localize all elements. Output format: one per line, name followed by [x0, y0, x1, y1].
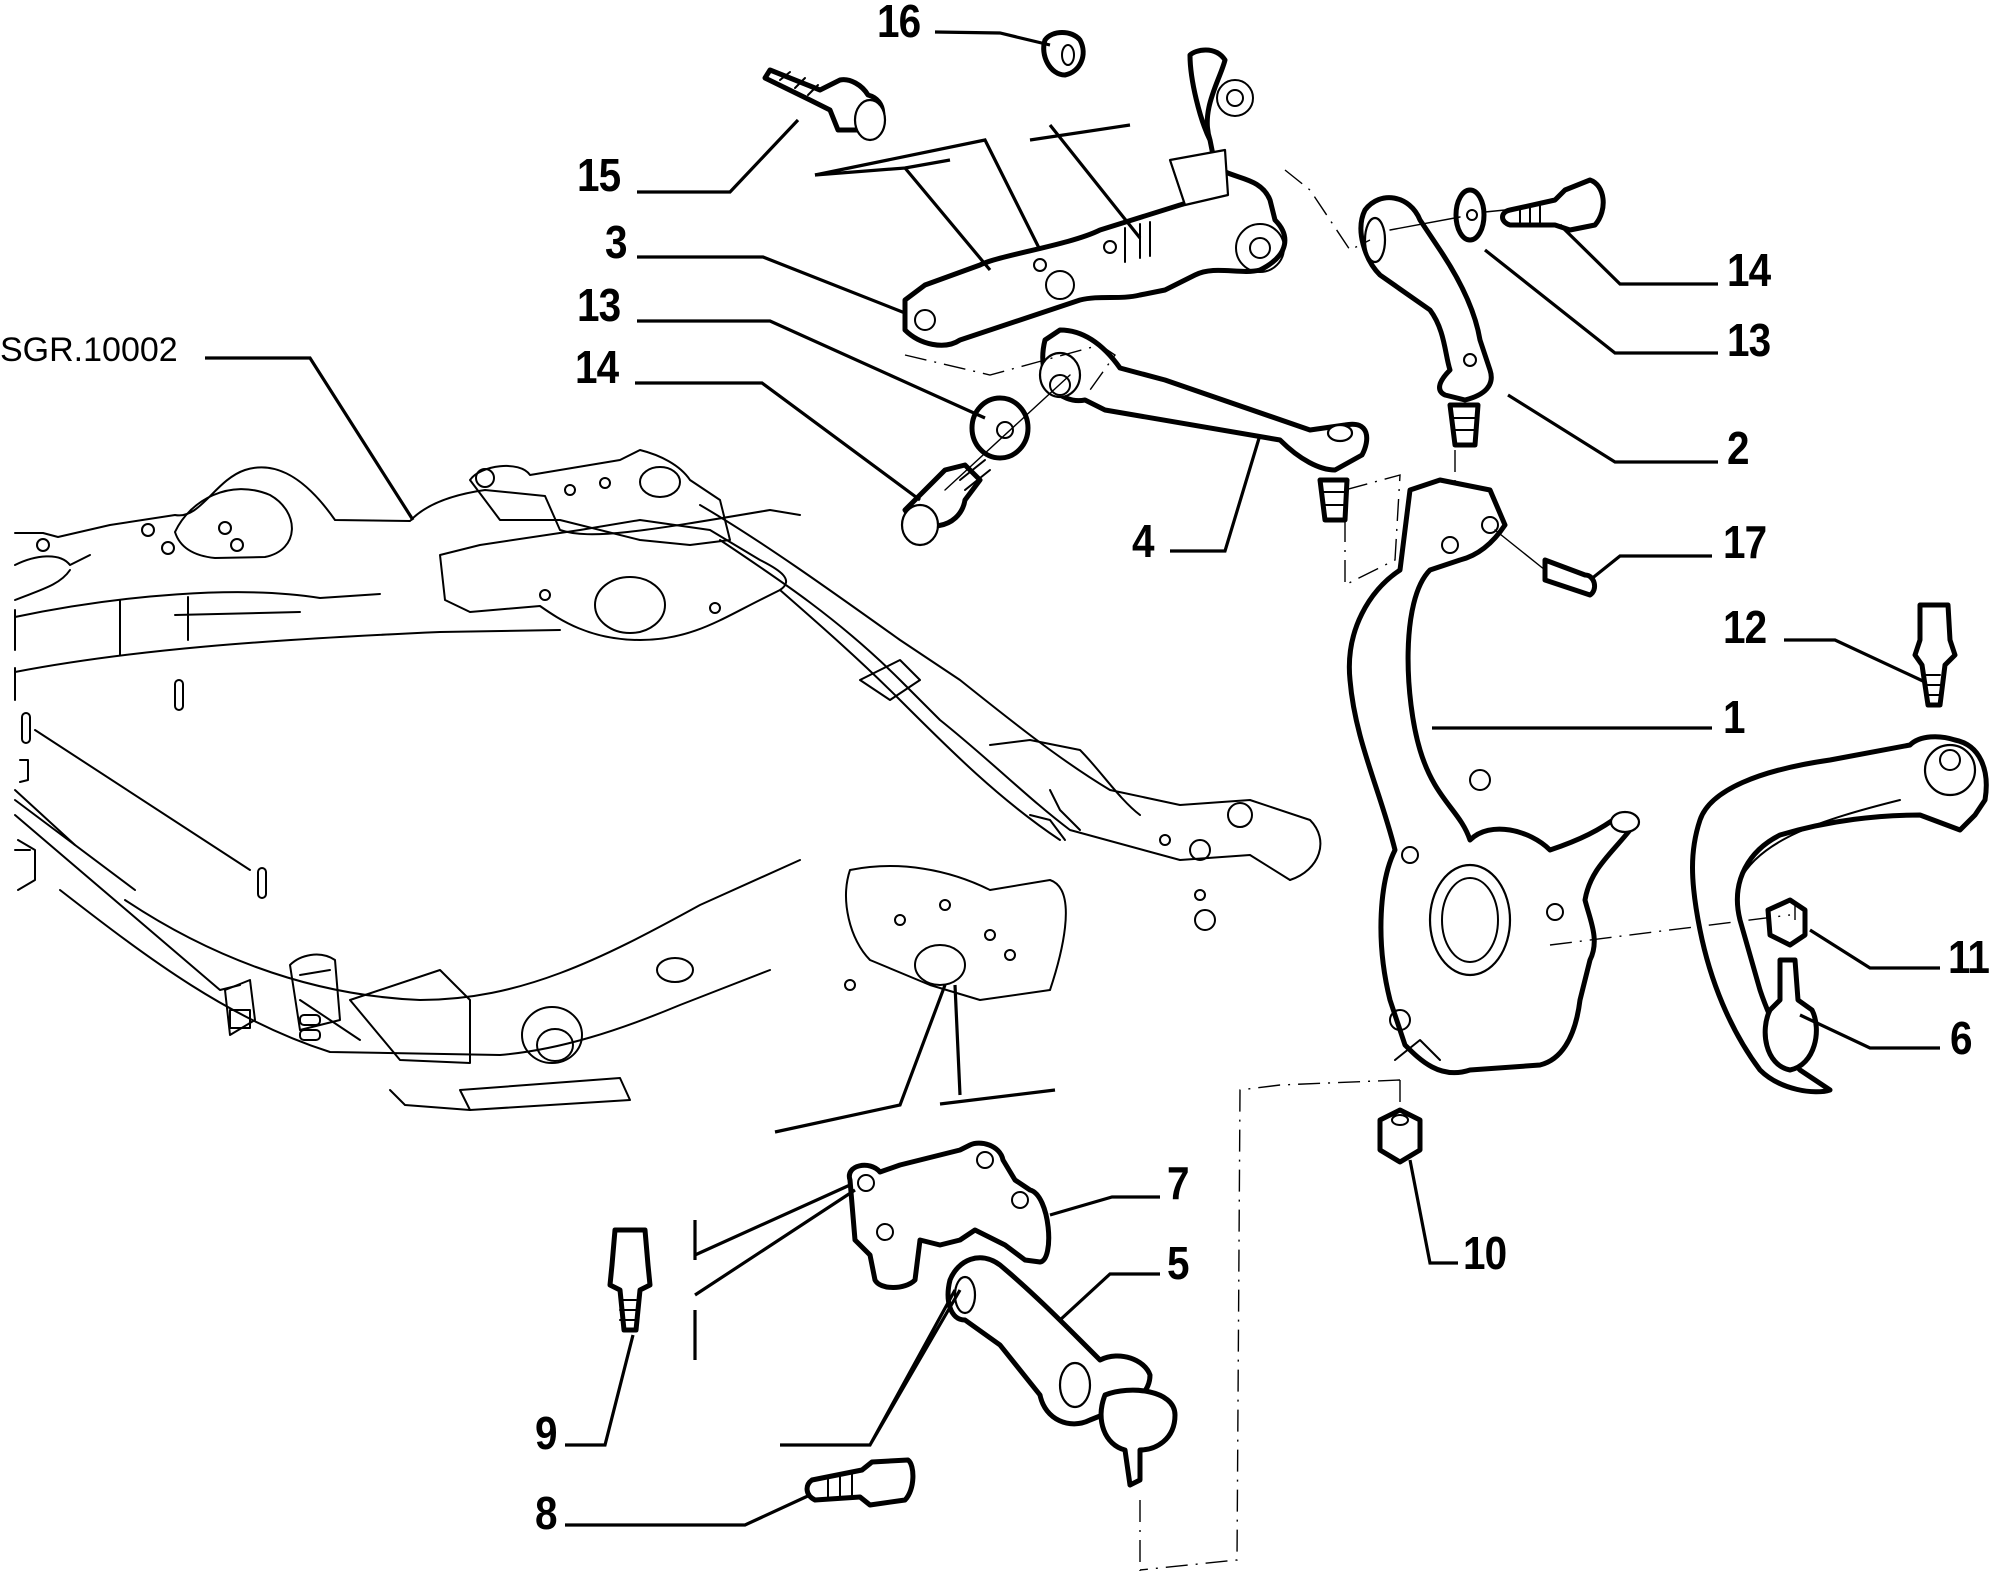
bolt-15[interactable]	[762, 67, 887, 142]
callout-12[interactable]: 12	[1723, 601, 1767, 653]
bolt-9[interactable]	[607, 1227, 653, 1333]
callout-9[interactable]: 9	[535, 1407, 558, 1459]
callout-6[interactable]: 6	[1950, 1012, 1973, 1064]
subframe[interactable]	[14, 449, 1322, 1111]
bolt-12[interactable]	[1912, 602, 1958, 708]
callout-10[interactable]: 10	[1463, 1227, 1507, 1279]
lower-bracket-7-part[interactable]	[846, 1140, 1052, 1290]
callout-13-right[interactable]: 13	[1727, 314, 1771, 366]
callout-17[interactable]: 17	[1723, 516, 1767, 568]
nut-10[interactable]	[1377, 1107, 1423, 1165]
washer-13-right[interactable]	[1453, 187, 1487, 243]
reference-label[interactable]: SGR.10002	[0, 331, 178, 369]
centerlines	[904, 169, 1796, 1571]
callout-13-left[interactable]: 13	[577, 279, 621, 331]
leader-lines	[205, 30, 1940, 1527]
callout-14-right[interactable]: 14	[1727, 244, 1771, 296]
callout-4[interactable]: 4	[1132, 515, 1155, 567]
callout-8[interactable]: 8	[535, 1487, 558, 1539]
washer-13-left[interactable]	[969, 395, 1031, 461]
upper-arm-part[interactable]	[902, 47, 1288, 348]
bolt-8[interactable]	[804, 1457, 916, 1508]
nut-11[interactable]	[1765, 897, 1808, 948]
upper-link-part[interactable]	[1038, 327, 1370, 523]
upper-link-2-part[interactable]	[1358, 195, 1494, 448]
pinch-bolt-17[interactable]	[1494, 529, 1598, 598]
callout-1[interactable]: 1	[1723, 691, 1746, 743]
callout-3[interactable]: 3	[605, 216, 628, 268]
callout-7[interactable]: 7	[1167, 1157, 1190, 1209]
lower-arm-6-part[interactable]	[1690, 734, 1989, 1095]
callout-5[interactable]: 5	[1167, 1237, 1190, 1289]
callout-2[interactable]: 2	[1727, 422, 1750, 474]
lower-link-5-part[interactable]	[945, 1255, 1178, 1488]
callout-16[interactable]: 16	[877, 0, 921, 47]
callout-14-left[interactable]: 14	[575, 341, 619, 393]
steering-knuckle-part[interactable]	[1346, 477, 1641, 1076]
bolt-14-right[interactable]	[1500, 177, 1606, 233]
callout-15[interactable]: 15	[577, 149, 621, 201]
bolt-14-left[interactable]	[900, 459, 991, 547]
nut-16[interactable]	[1041, 30, 1086, 78]
ball-stud-6[interactable]	[1762, 957, 1819, 1073]
callout-11[interactable]: 11	[1948, 931, 1990, 983]
